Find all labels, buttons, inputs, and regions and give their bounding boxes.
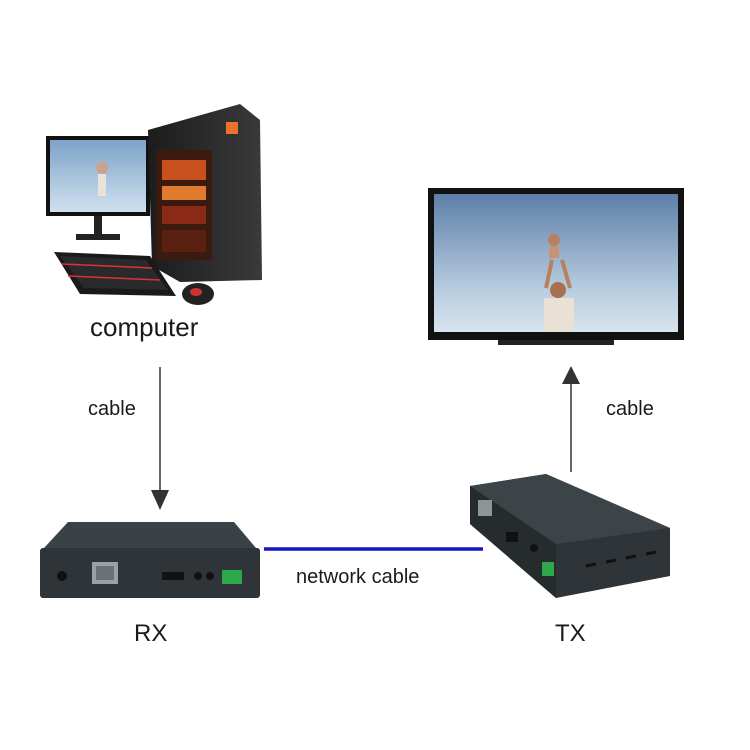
cable-label-right: cable <box>606 398 654 420</box>
down-arrow-head <box>151 490 169 510</box>
network-cable-label: network cable <box>296 566 420 588</box>
up-arrow-head <box>562 366 580 384</box>
tx-device-image <box>466 472 676 602</box>
rx-label: RX <box>134 620 168 647</box>
rx-device-image <box>38 514 264 600</box>
tv-image <box>428 188 684 348</box>
computer-image <box>40 100 270 310</box>
cable-label-left: cable <box>88 398 136 420</box>
tx-label: TX <box>555 620 586 647</box>
computer-label: computer <box>90 312 199 342</box>
